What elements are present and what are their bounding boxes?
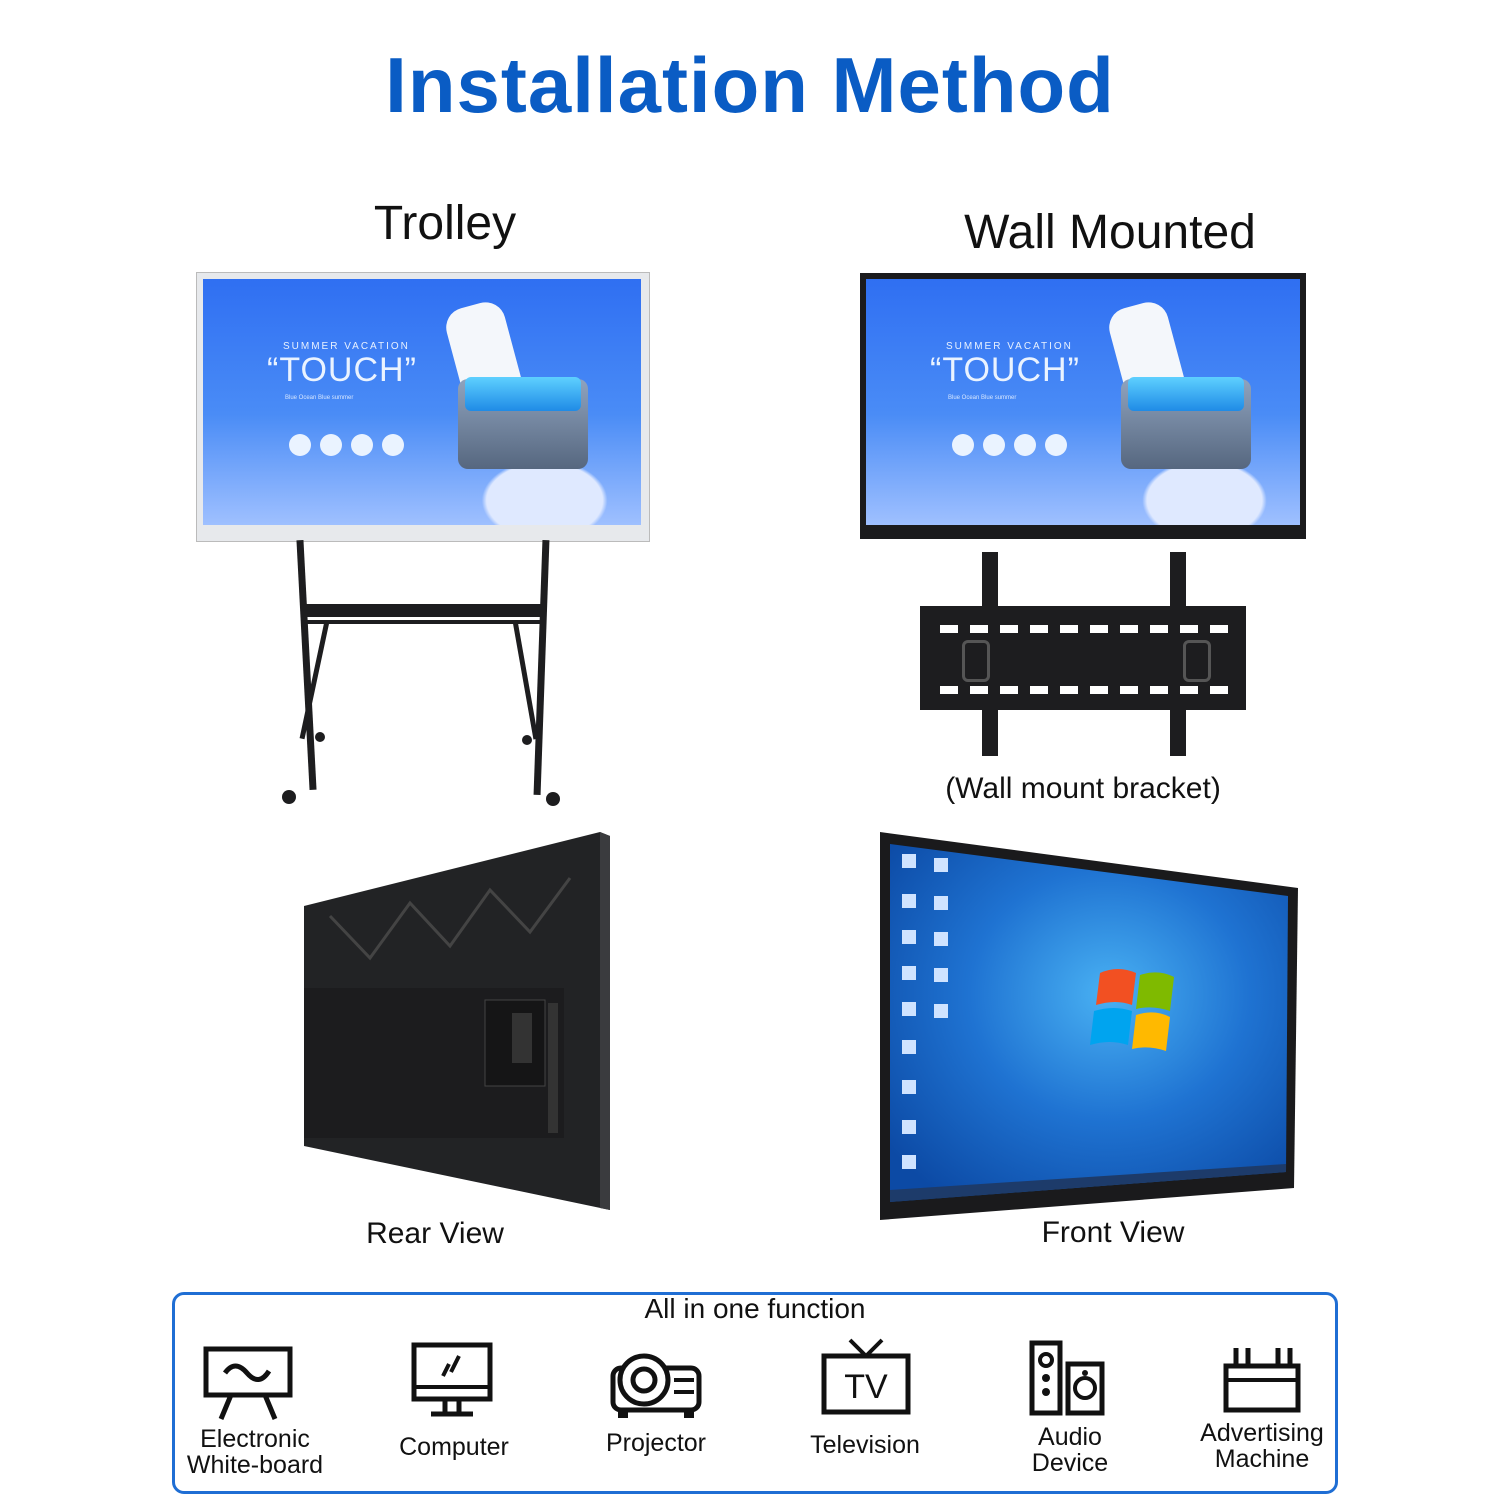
screen-water-art	[465, 377, 581, 411]
tv-icon: TV	[821, 1338, 911, 1415]
screen-headline: “TOUCH”	[930, 351, 1080, 389]
trolley-heading: Trolley	[373, 197, 517, 250]
trolley-screen: SUMMER VACATION “TOUCH” Blue Ocean Blue …	[203, 279, 641, 525]
speaker-icon	[1029, 1340, 1105, 1416]
bracket-hook	[962, 640, 990, 682]
screen-icon-dot	[382, 434, 404, 456]
wall-mounted-heading: Wall Mounted	[964, 206, 1256, 259]
screen-subtitle: SUMMER VACATION	[283, 341, 410, 352]
bracket-slot-row	[940, 625, 1228, 633]
function-label-television: Television	[810, 1431, 920, 1459]
screen-subtitle: SUMMER VACATION	[946, 341, 1073, 352]
trolley-wheel	[282, 790, 296, 804]
trolley-leg-left	[296, 539, 317, 791]
function-panel	[172, 1292, 1338, 1494]
screen-headline: “TOUCH”	[267, 351, 417, 389]
function-label-computer: Computer	[399, 1433, 509, 1461]
wall-screen: SUMMER VACATION “TOUCH” Blue Ocean Blue …	[866, 279, 1300, 525]
bracket-slot-row	[940, 686, 1228, 694]
bracket-caption: (Wall mount bracket)	[945, 772, 1221, 805]
projector-icon	[610, 1353, 702, 1418]
computer-icon	[411, 1342, 493, 1417]
screen-icon-dot	[1045, 434, 1067, 456]
rear-view-caption: Rear View	[366, 1217, 504, 1250]
trolley-wheel	[522, 735, 532, 745]
screen-water-art	[1128, 377, 1244, 411]
screen-icon-dot	[983, 434, 1005, 456]
function-panel-title: All in one function	[644, 1293, 866, 1324]
screen-small-text: Blue Ocean Blue summer	[285, 395, 354, 401]
trolley-crossbar	[304, 604, 544, 617]
trolley-wheel	[546, 792, 560, 806]
bracket-hook	[1183, 640, 1211, 682]
screen-small-text: Blue Ocean Blue summer	[948, 395, 1017, 401]
page-title: Installation Method	[385, 41, 1115, 129]
trolley-crossbar-lower	[305, 620, 543, 624]
front-view-image	[880, 832, 1298, 1220]
screen-icon-dot	[351, 434, 373, 456]
trolley-wheel	[315, 732, 325, 742]
advertising-icon	[1223, 1348, 1301, 1413]
screen-icon-dot	[1014, 434, 1036, 456]
function-label-projector: Projector	[605, 1429, 707, 1457]
trolley-leg-right	[533, 539, 550, 796]
front-view-caption: Front View	[1041, 1216, 1185, 1249]
screen-icon-dot	[952, 434, 974, 456]
screen-icon-dot	[320, 434, 342, 456]
tv-icon-text: TV	[844, 1368, 888, 1406]
rear-view-image	[304, 832, 610, 1210]
screen-icon-dot	[289, 434, 311, 456]
trolley-rear-leg	[512, 620, 539, 740]
whiteboard-icon	[203, 1346, 293, 1420]
